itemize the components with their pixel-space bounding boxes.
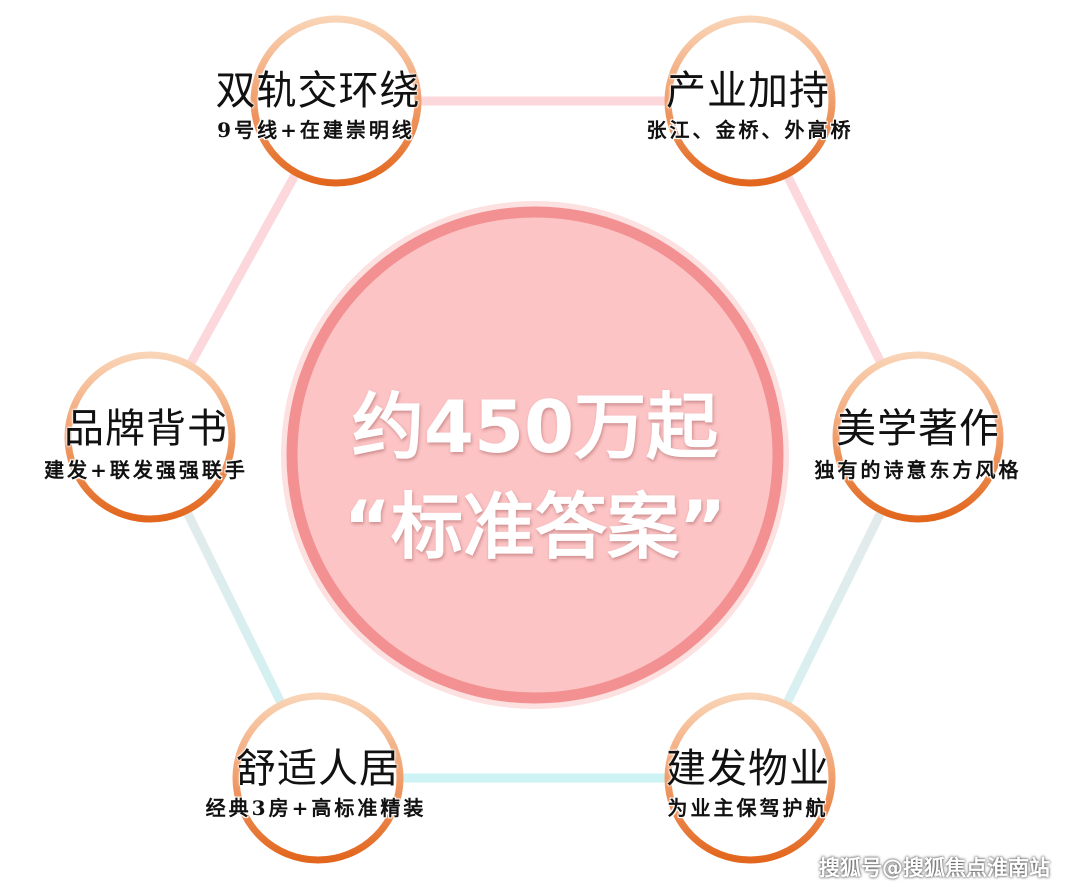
node-rings [64, 15, 1004, 864]
node-brand-title: 品牌背书 [64, 406, 228, 452]
node-ring-property [664, 692, 836, 864]
node-living-subtitle: 经典3房+高标准精装 [205, 796, 427, 820]
watermark-text: 搜狐号@搜狐焦点淮南站 [819, 856, 1050, 880]
node-living-title: 舒适人居 [236, 746, 400, 792]
node-property-title: 建发物业 [666, 746, 830, 792]
node-ring-aesthetic [832, 351, 1004, 523]
center-circle [281, 201, 789, 709]
node-industry-subtitle: 张江、金桥、外高桥 [646, 118, 854, 142]
center-price-text: 约450万起 [351, 385, 719, 469]
node-aesthetic-subtitle: 独有的诗意东方风格 [814, 458, 1022, 482]
node-ring-industry [664, 15, 836, 187]
center-slogan-text: “标准答案” [343, 485, 727, 569]
node-aesthetic-title: 美学著作 [836, 406, 1000, 452]
node-ring-brand [64, 351, 236, 523]
node-ring-living [232, 692, 404, 864]
node-industry-title: 产业加持 [666, 68, 830, 114]
node-ring-rail [250, 15, 422, 187]
node-brand-subtitle: 建发+联发强强联手 [44, 458, 248, 482]
node-property-subtitle: 为业主保驾护航 [667, 796, 829, 820]
node-rail-subtitle: 9号线+在建崇明线 [217, 118, 415, 142]
node-rail-title: 双轨交环绕 [215, 68, 421, 114]
